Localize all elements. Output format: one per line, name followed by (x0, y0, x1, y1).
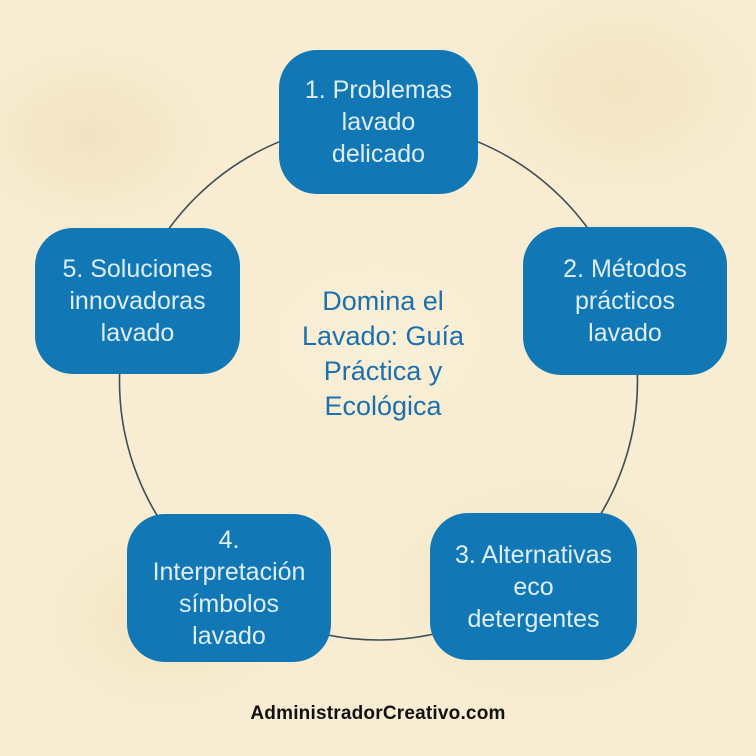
node-3-alternativas-eco-detergentes: 3. Alternativas eco detergentes (430, 513, 637, 660)
node-5-soluciones-innovadoras-lavado: 5. Soluciones innovadoras lavado (35, 228, 240, 374)
node-1-problemas-lavado-delicado: 1. Problemas lavado delicado (279, 50, 478, 194)
node-2-metodos-practicos-lavado: 2. Métodos prácticos lavado (523, 227, 727, 375)
watermark-site-credit: AdministradorCreativo.com (250, 703, 506, 724)
diagram-title: Domina el Lavado: Guía Práctica y Ecológ… (301, 286, 465, 421)
node-4-interpretacion-simbolos-lavado: 4. Interpretación símbolos lavado (127, 514, 331, 662)
